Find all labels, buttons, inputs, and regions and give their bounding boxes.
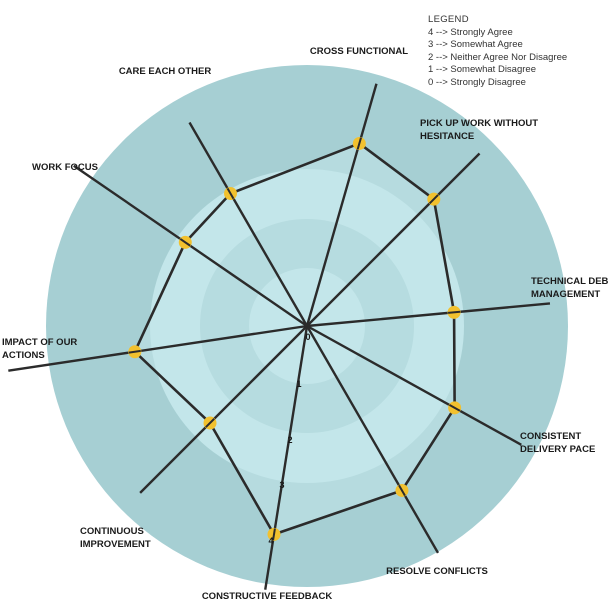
- axis-label-1: PICK UP WORK WITHOUT HESITANCE: [420, 118, 538, 142]
- axis-label-line: IMPACT OF OUR: [2, 337, 77, 348]
- axis-label-line: PICK UP WORK WITHOUT: [420, 118, 538, 129]
- axis-label-0: CROSS FUNCTIONAL: [310, 46, 408, 57]
- axis-label-line: HESITANCE: [420, 131, 474, 142]
- axis-label-line: TECHNICAL DEBT: [531, 276, 608, 287]
- tick-label-1: 1: [296, 379, 301, 389]
- axis-label-line: DELIVERY PACE: [520, 444, 595, 455]
- data-point-stroke-0: [356, 137, 362, 150]
- data-point-stroke-8: [179, 238, 191, 247]
- axis-label-line: CONSTRUCTIVE FEEDBACK: [202, 591, 333, 602]
- tick-label-3: 3: [279, 480, 284, 490]
- spoke-7: [8, 324, 308, 372]
- spoke-5: [264, 325, 309, 590]
- spoke-1: [306, 152, 481, 327]
- tick-label-4: 4: [268, 536, 273, 546]
- spoke-6: [139, 325, 308, 494]
- tick-label-0: 0: [305, 332, 310, 342]
- spoke-4: [305, 325, 440, 554]
- legend-item-4: 4 --> Strongly Agree: [428, 26, 513, 38]
- axis-label-5: CONSTRUCTIVE FEEDBACK: [202, 591, 333, 602]
- tick-label-2: 2: [287, 435, 292, 445]
- axis-label-line: CONSISTENT: [520, 431, 581, 442]
- data-point-stroke-7: [128, 349, 141, 354]
- axis-label-3: CONSISTENT DELIVERY PACE: [520, 431, 595, 455]
- axis-label-line: CARE EACH OTHER: [119, 66, 212, 77]
- data-point-stroke-1: [428, 194, 439, 205]
- axis-label-4: RESOLVE CONFLICTS: [386, 566, 488, 577]
- data-point-stroke-4: [398, 484, 406, 497]
- axis-label-line: WORK FOCUS: [32, 162, 98, 173]
- axis-label-6: CONTINUOUS IMPROVEMENT: [80, 526, 151, 550]
- data-point-stroke-9: [226, 187, 235, 200]
- axis-label-line: RESOLVE CONFLICTS: [386, 566, 488, 577]
- legend-title: LEGEND: [428, 14, 469, 25]
- axis-label-8: WORK FOCUS: [32, 162, 98, 173]
- legend-item-0: 0 --> Strongly Disagree: [428, 76, 526, 88]
- data-point-stroke-3: [448, 404, 461, 412]
- axis-label-line: ACTIONS: [2, 350, 45, 361]
- legend-item-3: 3 --> Somewhat Agree: [428, 39, 523, 51]
- data-point-stroke-5: [272, 528, 276, 541]
- data-point-stroke-6: [205, 418, 215, 428]
- spoke-0: [305, 83, 378, 327]
- axis-label-line: CONTINUOUS: [80, 526, 144, 537]
- legend-item-2: 2 --> Neither Agree Nor Disagree: [428, 51, 568, 63]
- axis-label-line: CROSS FUNCTIONAL: [310, 46, 408, 57]
- data-point-stroke-2: [448, 310, 461, 314]
- legend-item-1: 1 --> Somewhat Disagree: [428, 64, 536, 76]
- axis-label-7: IMPACT OF OUR ACTIONS: [2, 337, 77, 361]
- axis-label-2: TECHNICAL DEBT MANAGEMENT: [531, 276, 608, 300]
- axis-label-9: CARE EACH OTHER: [119, 66, 212, 77]
- spoke-2: [306, 302, 551, 328]
- spoke-9: [188, 121, 309, 327]
- legend: LEGEND 4 --> Strongly Agree 3 --> Somewh…: [428, 14, 567, 90]
- axis-label-line: IMPROVEMENT: [80, 539, 151, 550]
- axis-label-line: MANAGEMENT: [531, 289, 600, 300]
- spoke-3: [306, 324, 522, 446]
